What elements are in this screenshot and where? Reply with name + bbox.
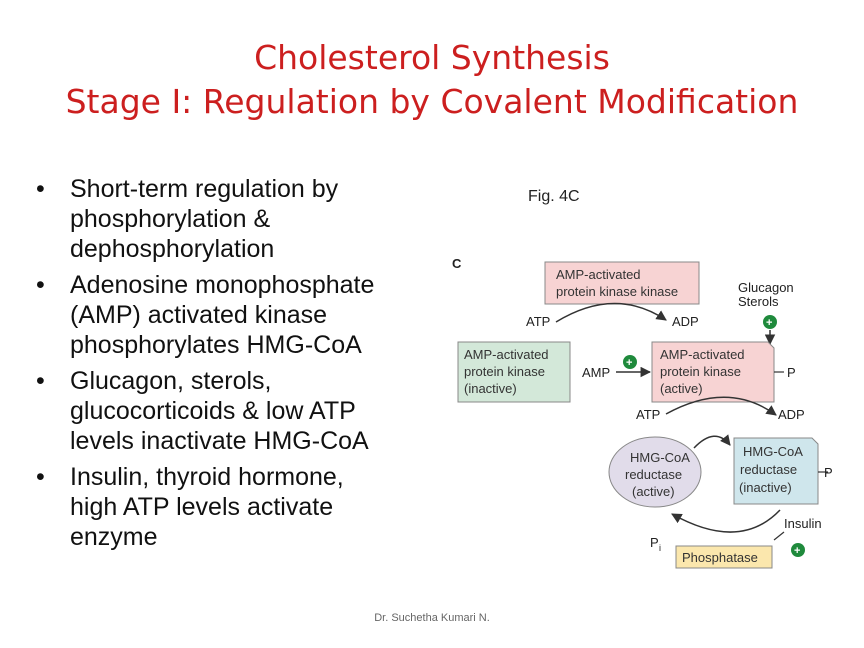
bullet-line: (AMP) activated kinase — [70, 301, 328, 329]
reductase-inactive-label-line: reductase — [740, 462, 797, 477]
reductase-active-label-line: reductase — [625, 467, 682, 482]
bullet-line: Adenosine monophosphate — [70, 271, 375, 299]
phosphatase-box — [675, 545, 773, 569]
bullet-marker: • — [36, 367, 45, 395]
sterols-label: Sterols — [738, 294, 779, 309]
atp-label: ATP — [636, 407, 660, 422]
amp-label: AMP — [582, 365, 610, 380]
atp-adp-arc — [555, 302, 667, 323]
bullet-item: • Adenosine monophosphate (AMP) activate… — [34, 270, 434, 360]
reductase-inactive-label-line: HMG-CoA — [743, 444, 803, 459]
kinase-inactive-label-line: protein kinase — [464, 364, 545, 379]
bullet-line: dephosphorylation — [70, 235, 275, 263]
bullet-line: Insulin, thyroid hormone, — [70, 463, 344, 491]
bullet-marker: • — [36, 463, 45, 491]
bullet-line: glucocorticoids & low ATP — [70, 397, 356, 425]
kinase-inactive-label-line: (inactive) — [464, 381, 517, 396]
kinase-active-box — [651, 341, 775, 403]
bullet-list: • Short-term regulation by phosphorylati… — [34, 174, 434, 558]
bullet-line: Glucagon, sterols, — [70, 367, 272, 395]
kinase-active-label-line: (active) — [660, 381, 703, 396]
kinase-inactive-box — [457, 341, 571, 403]
reductase-inactive-box — [733, 437, 819, 505]
kinase-kinase-box — [544, 261, 700, 305]
phosphate-label: P — [824, 465, 833, 480]
bullet-line: enzyme — [70, 523, 158, 551]
phosphate-label: P — [787, 365, 796, 380]
phosphorylation-arrow — [693, 434, 731, 449]
kinase-inactive-label-line: AMP-activated — [464, 347, 549, 362]
reductase-inactive-label-line: (inactive) — [739, 480, 792, 495]
reductase-active-label-line: HMG-CoA — [630, 450, 690, 465]
bullet-marker: • — [36, 271, 45, 299]
plus-icon — [791, 543, 805, 557]
atp-label: ATP — [526, 314, 550, 329]
adp-label: ADP — [778, 407, 805, 422]
reductase-active-label-line: (active) — [632, 484, 675, 499]
bullet-item: • Glucagon, sterols, glucocorticoids & l… — [34, 366, 434, 456]
adp-label: ADP — [672, 314, 699, 329]
plus-sign: + — [766, 317, 772, 329]
bullet-line: phosphorylation & — [70, 205, 271, 233]
figure-caption: Fig. 4C — [528, 188, 580, 205]
slide-footer: Dr. Suchetha Kumari N. — [374, 612, 490, 624]
slide-title-line1: Cholesterol Synthesis — [254, 38, 610, 77]
regulation-diagram: C AMP-activated protein kinase kinase Gl… — [452, 256, 833, 569]
kinase-kinase-label-line: protein kinase kinase — [556, 284, 678, 299]
kinase-kinase-label-line: AMP-activated — [556, 267, 641, 282]
bullet-line: Short-term regulation by — [70, 175, 339, 203]
plus-icon — [623, 355, 637, 369]
kinase-active-label-line: protein kinase — [660, 364, 741, 379]
reductase-active-node — [608, 436, 702, 508]
plus-icon — [763, 315, 777, 329]
bullet-item: • Insulin, thyroid hormone, high ATP lev… — [34, 462, 434, 552]
bullet-line: levels inactivate HMG-CoA — [70, 427, 369, 455]
glucagon-label: Glucagon — [738, 280, 794, 295]
insulin-arrow — [773, 531, 785, 541]
phosphatase-label: Phosphatase — [682, 550, 758, 565]
plus-sign: + — [794, 545, 800, 557]
bullet-line: phosphorylates HMG-CoA — [70, 331, 362, 359]
bullet-line: high ATP levels activate — [70, 493, 334, 521]
panel-letter: C — [452, 256, 462, 271]
pi-label: P — [650, 535, 659, 550]
kinase-active-label-line: AMP-activated — [660, 347, 745, 362]
pi-subscript: i — [659, 543, 661, 553]
slide-title-line2: Stage I: Regulation by Covalent Modifica… — [65, 82, 799, 121]
atp-adp-arc-lower — [665, 396, 777, 416]
dephosphorylation-arrow — [671, 509, 781, 533]
bullet-item: • Short-term regulation by phosphorylati… — [34, 174, 434, 264]
plus-sign: + — [626, 357, 632, 369]
insulin-label: Insulin — [784, 516, 822, 531]
bullet-marker: • — [36, 175, 45, 203]
